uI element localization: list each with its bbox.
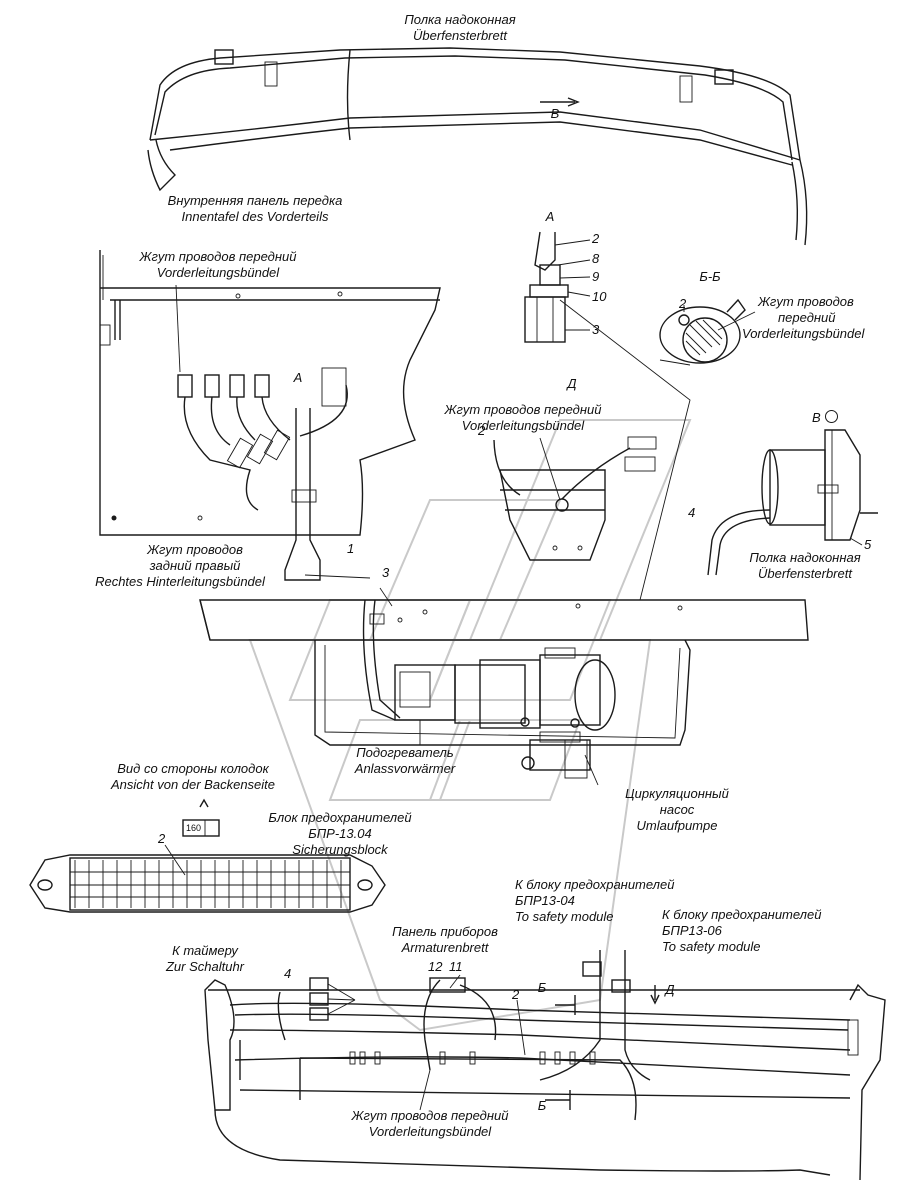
front-harness-label-ru: Жгут проводов передний bbox=[139, 249, 297, 264]
fuse-block-label-code: БПР-13.04 bbox=[308, 826, 372, 841]
view-v-detail bbox=[707, 429, 878, 576]
cut-b-top-label: Б bbox=[537, 980, 547, 995]
shelf-label-de: Überfensterbrett bbox=[413, 28, 507, 43]
heater-assembly bbox=[199, 574, 809, 786]
view-d-detail bbox=[493, 299, 691, 601]
inner-panel-label-de: Innentafel des Vorderteils bbox=[181, 209, 329, 224]
timer-label-ru: К таймеру bbox=[172, 943, 238, 958]
view-d-label: Д bbox=[567, 376, 577, 391]
to-fuse2-label-en: To safety module bbox=[662, 939, 761, 954]
callout-rear1: 1 bbox=[347, 541, 355, 556]
rear-harness-label-ru-2: задний правый bbox=[149, 558, 241, 573]
callout-v4: 4 bbox=[688, 505, 696, 520]
callout-dash12: 12 bbox=[428, 959, 443, 974]
fuse-cells bbox=[74, 860, 342, 908]
shelf2-label-ru: Полка надоконная bbox=[749, 550, 861, 565]
shoe-view-label-ru: Вид со стороны колодок bbox=[117, 761, 269, 776]
callout-a9: 9 bbox=[592, 269, 600, 284]
callout-d2: 2 bbox=[478, 423, 486, 438]
pump-label-ru-1: Циркуляционный bbox=[625, 786, 729, 801]
harness-connectors bbox=[177, 367, 348, 511]
section-bb-detail bbox=[659, 298, 756, 366]
heater-label-ru: Подогреватель bbox=[356, 745, 454, 760]
callout-a2: 2 bbox=[592, 231, 600, 246]
inner-panel-drawing bbox=[99, 250, 441, 581]
rear-harness-label-ru-1: Жгут проводов bbox=[147, 542, 243, 557]
bb-harness-label-ru-2: передний bbox=[778, 310, 836, 325]
callout-v5: 5 bbox=[864, 537, 872, 552]
callout-a10: 10 bbox=[592, 289, 607, 304]
bb-harness-label-de: Vorderleitungsbündel bbox=[742, 326, 865, 341]
rear-harness-label-de: Rechtes Hinterleitungsbündel bbox=[95, 574, 265, 589]
pump-label-de: Umlaufpumpe bbox=[636, 818, 718, 833]
arrow-b-label: В bbox=[550, 106, 560, 121]
pump-label-ru-2: насос bbox=[659, 802, 695, 817]
dashboard-frame bbox=[204, 950, 886, 1181]
harness-clips bbox=[349, 1051, 596, 1065]
front-harness-label-de: Vorderleitungsbündel bbox=[156, 265, 280, 280]
inner-panel-label-ru: Внутренняя панель передка bbox=[167, 193, 343, 208]
bottom-harness-label-ru: Жгут проводов передний bbox=[351, 1108, 509, 1123]
view-v-label: В bbox=[812, 410, 821, 425]
cut-b-bottom-label: Б bbox=[537, 1098, 547, 1113]
view-a-label: А bbox=[545, 209, 555, 224]
callout-a8: 8 bbox=[592, 251, 600, 266]
shelf-label-ru: Полка надоконная bbox=[404, 12, 516, 27]
dash-label-ru: Панель приборов bbox=[392, 924, 498, 939]
callout-bottom2: 2 bbox=[512, 987, 520, 1002]
heater-label-de: Anlassvorwärmer bbox=[354, 761, 456, 776]
callout-a-label: А bbox=[293, 370, 303, 385]
arrow-d-label: Д bbox=[665, 982, 675, 997]
fuse-block-drawing bbox=[29, 798, 386, 913]
timer-label-de: Zur Schaltuhr bbox=[165, 959, 245, 974]
to-fuse1-label-ru: К блоку предохранителей bbox=[515, 877, 675, 892]
fuse-block-label-de: Sicherungsblock bbox=[292, 842, 388, 857]
shoe-view-label-de: Ansicht von der Backenseite bbox=[110, 777, 276, 792]
callout-bb2: 2 bbox=[679, 296, 687, 311]
callout-a3: 3 bbox=[592, 322, 600, 337]
section-bb-label: Б-Б bbox=[699, 269, 721, 284]
to-fuse2-label-code: БПР13-06 bbox=[662, 923, 722, 938]
rotation-circle-icon bbox=[825, 410, 838, 423]
bottom-harness-label-de: Vorderleitungsbündel bbox=[368, 1124, 492, 1139]
to-fuse2-label-ru: К блоку предохранителей bbox=[662, 907, 822, 922]
callout-heater3: 3 bbox=[382, 565, 390, 580]
bb-harness-label-ru-1: Жгут проводов bbox=[758, 294, 854, 309]
callout-fuse2: 2 bbox=[158, 831, 166, 846]
callout-dash11: 11 bbox=[449, 959, 463, 974]
d-harness-label-de: Vorderleitungsbündel bbox=[461, 418, 585, 433]
dash-label-de: Armaturenbrett bbox=[401, 940, 489, 955]
callout-timer4: 4 bbox=[284, 966, 292, 981]
view-a-detail bbox=[524, 231, 591, 343]
over-window-shelf-drawing bbox=[147, 47, 808, 246]
shelf2-label-de: Überfensterbrett bbox=[758, 566, 852, 581]
to-fuse1-label-en: To safety module bbox=[515, 909, 614, 924]
fuse-block-label-ru: Блок предохранителей bbox=[268, 810, 412, 825]
d-harness-label-ru: Жгут проводов передний bbox=[444, 402, 602, 417]
connector-tag: 160 bbox=[186, 823, 202, 833]
to-fuse1-label-code: БПР13-04 bbox=[515, 893, 575, 908]
